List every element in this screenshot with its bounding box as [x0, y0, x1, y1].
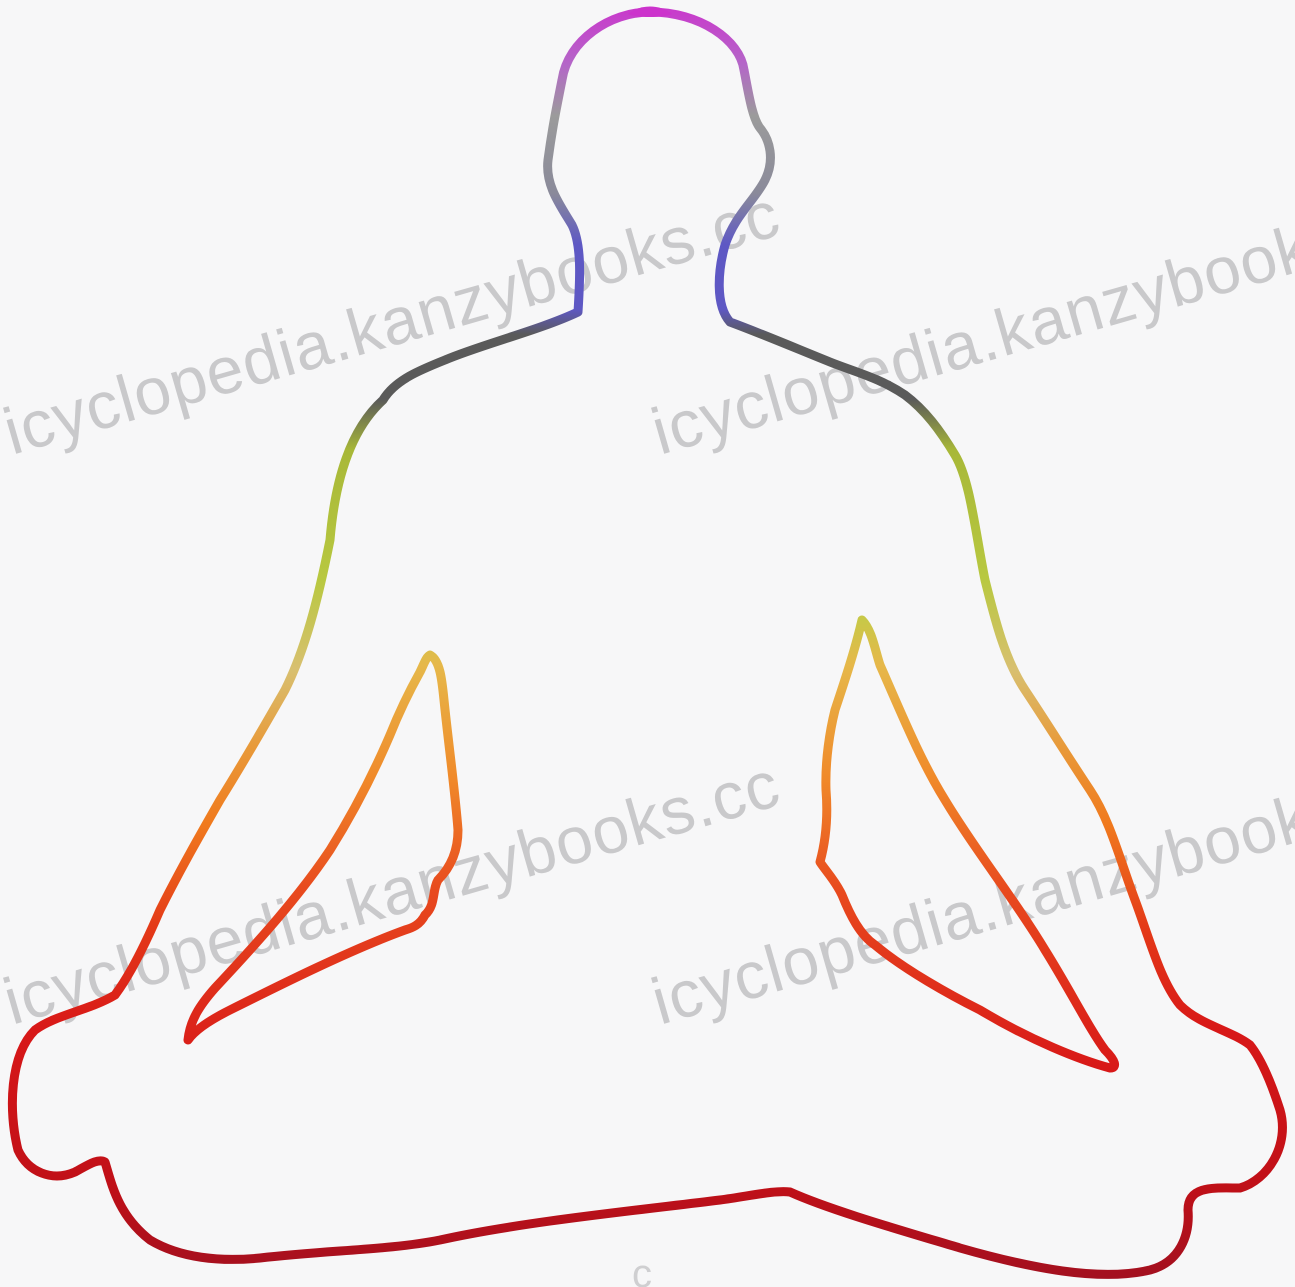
body-outline	[12, 12, 1282, 1274]
watermark: icyclopedia.kanzybooks.cc icyclopedia.ka…	[0, 176, 1295, 1287]
watermark-fragment: c	[632, 1252, 652, 1287]
crown-accent	[628, 7, 672, 18]
